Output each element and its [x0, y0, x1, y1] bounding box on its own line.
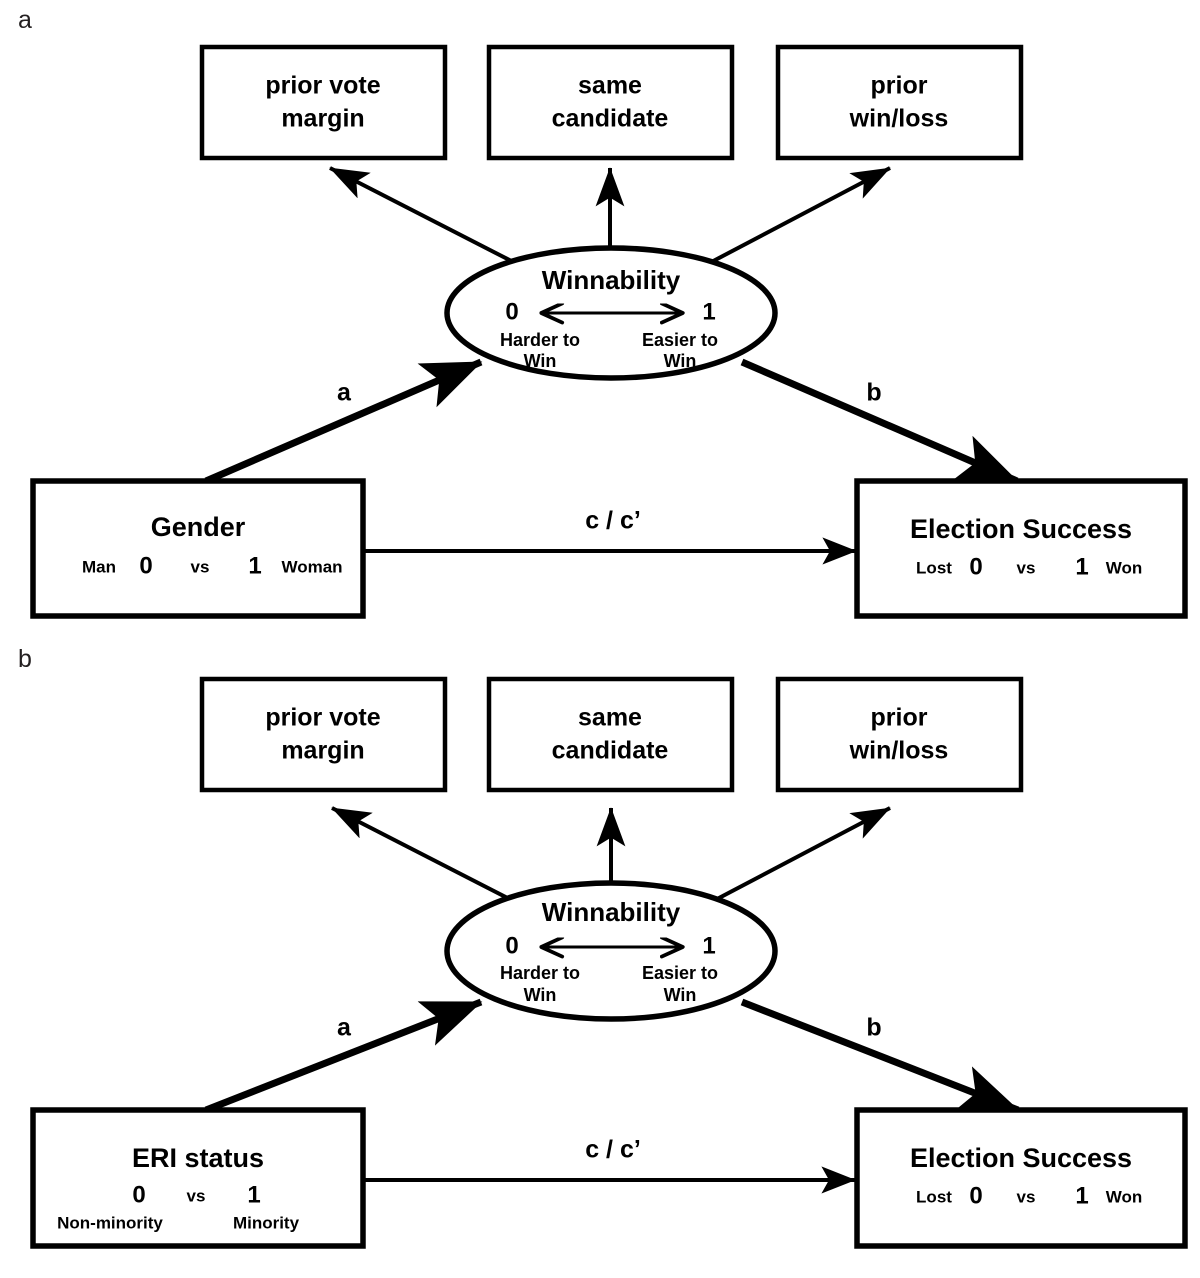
mediator-high-label-line1: Easier to [642, 963, 718, 983]
predictor-left-value: 0 [139, 552, 152, 579]
indicator-label-line2: margin [281, 737, 364, 765]
path-label-b: b [866, 379, 881, 407]
indicator-box-prior-vote-margin: prior vote margin [199, 676, 448, 793]
panel-b-diagram: prior vote margin same candidate prior w… [30, 676, 1188, 1249]
indicator-label-line2: win/loss [849, 105, 949, 133]
mediator-low-value: 0 [505, 298, 518, 325]
link-winnability-to-prior-win-loss [699, 166, 891, 270]
link-path-a [204, 358, 483, 485]
panel-a: a [18, 6, 1188, 619]
path-label-a: a [337, 379, 352, 407]
outcome-right-value: 1 [1075, 1182, 1088, 1209]
indicator-box-prior-win-loss: prior win/loss [775, 44, 1024, 161]
predictor-right-value: 1 [247, 1181, 260, 1208]
indicator-label-line2: win/loss [849, 737, 949, 765]
indicator-label-line1: prior vote [265, 72, 380, 100]
indicator-box-same-candidate: same candidate [486, 676, 735, 793]
path-label-b: b [866, 1014, 881, 1042]
mediator-node-winnability: Winnability 0 1 Harder to Win Easier to … [444, 880, 778, 1022]
indicator-box-prior-win-loss: prior win/loss [775, 676, 1024, 793]
predictor-node-gender: Gender Man 0 vs 1 Woman [30, 478, 366, 619]
link-path-a [204, 998, 483, 1114]
indicator-label-line2: candidate [552, 737, 669, 765]
outcome-node-election-success: Election Success Lost 0 vs 1 Won [854, 478, 1188, 619]
mediator-node-winnability: Winnability 0 1 Harder to Win Easier to … [444, 245, 778, 381]
link-winnability-to-prior-vote-margin [331, 806, 528, 910]
path-label-a: a [337, 1014, 352, 1042]
outcome-title: Election Success [910, 514, 1132, 544]
path-label-c: c / c’ [585, 1136, 641, 1164]
outcome-title: Election Success [910, 1143, 1132, 1173]
predictor-vs-label: vs [187, 1186, 206, 1205]
outcome-right-value: 1 [1075, 553, 1088, 580]
mediator-high-label-line2: Win [664, 985, 697, 1005]
mediator-high-value: 1 [702, 932, 715, 959]
mediator-high-label-line1: Easier to [642, 330, 718, 350]
predictor-vs-label: vs [191, 557, 210, 576]
predictor-title: Gender [151, 512, 246, 542]
indicator-box-same-candidate: same candidate [486, 44, 735, 161]
outcome-vs-label: vs [1017, 558, 1036, 577]
predictor-left-label: Man [82, 557, 116, 576]
outcome-node-election-success: Election Success Lost 0 vs 1 Won [854, 1107, 1188, 1249]
panel-a-diagram: prior vote margin same candidate prior w… [30, 44, 1188, 619]
indicator-label-line2: margin [281, 105, 364, 133]
mediator-high-value: 1 [702, 298, 715, 325]
predictor-node-eri-status: ERI status 0 vs 1 Non-minority Minority [30, 1107, 366, 1249]
path-label-c: c / c’ [585, 507, 641, 535]
panel-b: b [0, 639, 1200, 1278]
mediator-title: Winnability [542, 265, 681, 295]
predictor-right-label: Minority [233, 1213, 300, 1232]
indicator-label-line1: prior [871, 704, 928, 732]
predictor-title: ERI status [132, 1143, 264, 1173]
mediator-low-label-line1: Harder to [500, 963, 580, 983]
link-path-b [740, 998, 1020, 1114]
mediator-title: Winnability [542, 897, 681, 927]
outcome-vs-label: vs [1017, 1187, 1036, 1206]
indicator-label-line1: prior [871, 72, 928, 100]
mediator-low-value: 0 [505, 932, 518, 959]
outcome-right-label: Won [1106, 558, 1143, 577]
indicator-label-line1: same [578, 72, 642, 100]
indicator-label-line1: prior vote [265, 704, 380, 732]
outcome-left-value: 0 [969, 1182, 982, 1209]
indicator-label-line1: same [578, 704, 642, 732]
predictor-right-label: Woman [281, 557, 342, 576]
panel-a-label: a [18, 6, 32, 34]
outcome-left-label: Lost [916, 1187, 952, 1206]
predictor-right-value: 1 [248, 552, 261, 579]
outcome-right-label: Won [1106, 1187, 1143, 1206]
indicator-label-line2: candidate [552, 105, 669, 133]
mediator-high-label-line2: Win [664, 351, 697, 371]
link-winnability-to-prior-win-loss [699, 806, 891, 910]
outcome-left-value: 0 [969, 553, 982, 580]
indicator-box-prior-vote-margin: prior vote margin [199, 44, 448, 161]
link-winnability-to-prior-vote-margin [329, 166, 526, 270]
outcome-left-label: Lost [916, 558, 952, 577]
mediator-low-label-line1: Harder to [500, 330, 580, 350]
predictor-left-label: Non-minority [57, 1213, 163, 1232]
mediator-low-label-line2: Win [524, 985, 557, 1005]
panel-b-label: b [18, 645, 32, 673]
link-path-b [740, 358, 1019, 485]
mediator-low-label-line2: Win [524, 351, 557, 371]
predictor-left-value: 0 [132, 1181, 145, 1208]
